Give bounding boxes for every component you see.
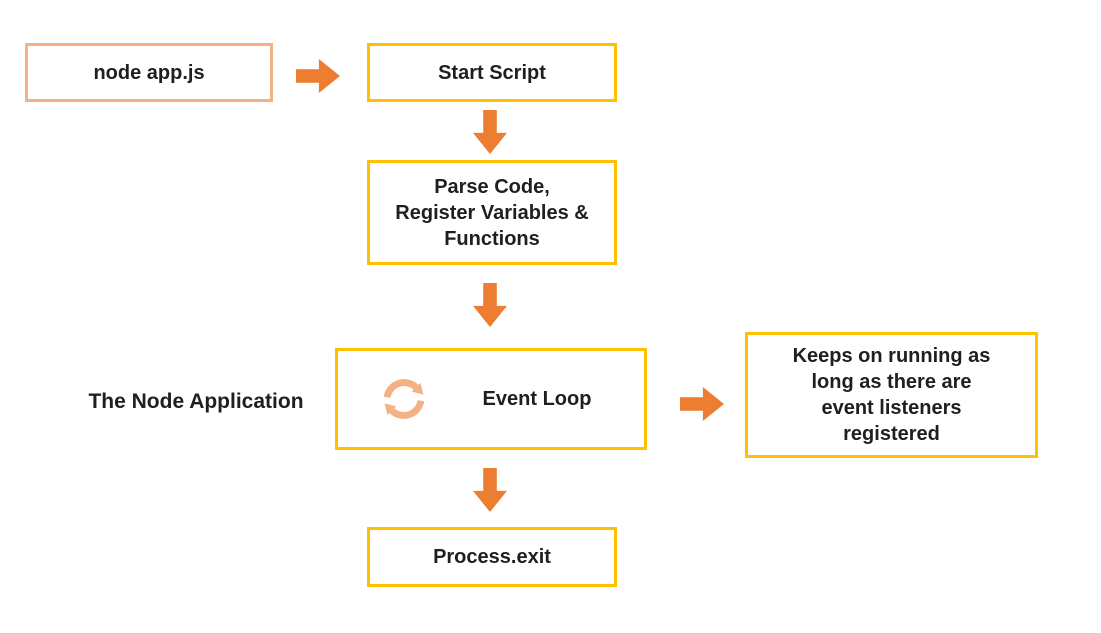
flow-node-process-exit: Process.exit bbox=[367, 527, 617, 587]
flow-node-label-line: Keeps on running as bbox=[792, 345, 991, 367]
flow-node-label-line: event listeners bbox=[821, 397, 962, 419]
flow-node-parse-code: Parse Code, Register Variables & Functio… bbox=[367, 160, 617, 265]
flow-node-event-loop: Event Loop bbox=[335, 348, 647, 450]
flow-node-label: node app.js bbox=[93, 61, 205, 84]
flow-node-start-script: Start Script bbox=[367, 43, 617, 102]
flow-node-label: Event Loop bbox=[482, 388, 592, 410]
flow-node-label-line: Functions bbox=[444, 227, 540, 250]
side-label-node-application: The Node Application bbox=[88, 390, 304, 413]
flow-node-label: Keeps on running as long as there are ev… bbox=[793, 343, 991, 447]
arrow-right-icon bbox=[296, 59, 340, 93]
flow-node-label: Parse Code, Register Variables & Functio… bbox=[395, 174, 588, 252]
flow-node-label: Start Script bbox=[438, 61, 546, 84]
flow-node-node-app-js: node app.js bbox=[25, 43, 273, 102]
arrow-down-icon bbox=[473, 283, 507, 327]
flow-node-label-line: registered bbox=[843, 423, 940, 445]
sync-loop-icon bbox=[378, 373, 430, 425]
arrow-right-icon bbox=[680, 387, 724, 421]
arrow-down-icon bbox=[473, 110, 507, 154]
flow-node-label: Process.exit bbox=[433, 546, 551, 568]
flow-node-label-line: long as there are bbox=[811, 371, 972, 393]
flow-node-label-line: Parse Code, bbox=[434, 175, 550, 198]
arrow-down-icon bbox=[473, 468, 507, 512]
flow-node-label-line: Register Variables & bbox=[395, 201, 589, 224]
flow-node-keeps-running: Keeps on running as long as there are ev… bbox=[745, 332, 1038, 458]
